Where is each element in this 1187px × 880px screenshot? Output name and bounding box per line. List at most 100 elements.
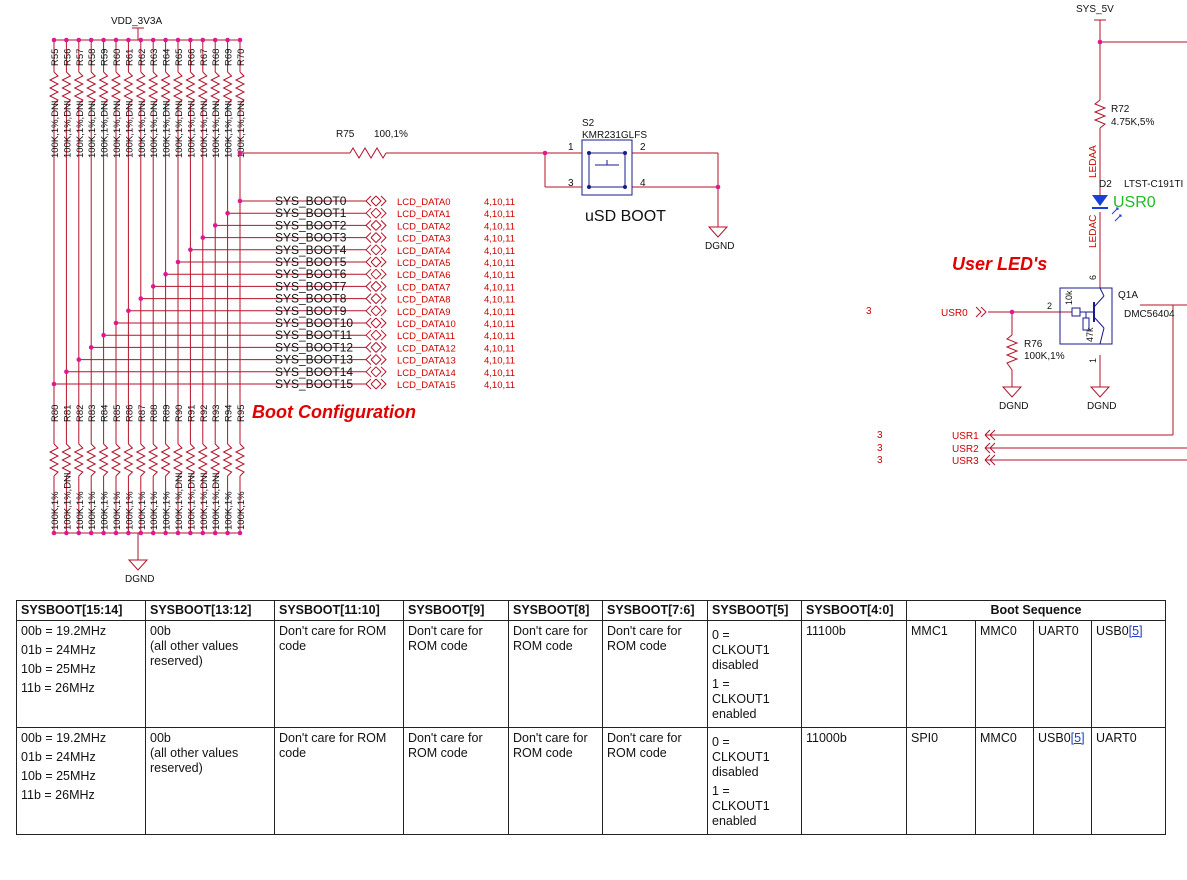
boot-net-label: SYS_BOOT15	[275, 377, 353, 391]
pulldown-resistor-symbol	[185, 443, 196, 477]
offsheet-connector-icon	[365, 366, 387, 378]
junction-dot	[88, 37, 94, 43]
pulldown-resistor-symbol	[234, 443, 246, 477]
footnote-link[interactable]: [5]	[1128, 624, 1143, 638]
junction-dot	[163, 271, 168, 277]
offsheet-connector-icon	[365, 232, 387, 243]
pulldown-resistor-symbol	[148, 443, 159, 477]
sheet-ref-label: 4,10,11	[484, 356, 515, 367]
sheet-ref-label: 4,10,11	[484, 234, 515, 245]
cell-sysboot-5: 0 = CLKOUT1 disabled 1 = CLKOUT1 enabled	[707, 620, 802, 728]
pullup-ref: R64	[162, 49, 173, 66]
r76-symbol	[1005, 334, 1019, 371]
q1a-pin-6: 6	[1088, 275, 1098, 280]
boot-net-label: SYS_BOOT2	[275, 218, 347, 232]
lcd-net-label: LCD_DATA12	[397, 343, 456, 354]
junction-dot	[188, 530, 193, 536]
pulldown-ref: R87	[137, 405, 148, 422]
ground-label: DGND	[705, 241, 734, 252]
pullup-value: 100K,1%,DNI	[124, 100, 135, 158]
junction-dot	[113, 530, 119, 536]
junction-dot	[76, 357, 82, 362]
pulldown-resistor-symbol	[210, 443, 221, 477]
led-d2-symbol	[1092, 195, 1108, 206]
value-line: (all other values	[150, 746, 239, 760]
pullup-ref: R61	[124, 49, 135, 66]
sheet-ref-label: 4,10,11	[484, 368, 515, 379]
junction-dot	[225, 210, 230, 216]
freq-option: 10b = 25MHz	[21, 769, 96, 783]
junction-dot	[113, 37, 119, 43]
pullup-value: 100K,1%,DNI	[100, 100, 111, 158]
sheet-ref-label: 4,10,11	[484, 209, 515, 220]
header-sysboot-9: SYSBOOT[9]	[403, 600, 509, 621]
pulldown-value: 100K,1%	[149, 491, 160, 530]
cell-freq: 00b = 19.2MHz 01b = 24MHz 10b = 25MHz 11…	[16, 620, 146, 728]
value-line: (all other values	[150, 639, 239, 653]
junction-dot	[212, 530, 218, 536]
q1a-ref: Q1A	[1118, 290, 1138, 301]
offsheet-connector-icon	[365, 268, 387, 280]
offsheet-connector-icon	[984, 442, 996, 454]
boot-net-label: SYS_BOOT10	[275, 316, 353, 330]
cell-sysboot-9: Don't care for ROM code	[403, 727, 509, 835]
pulldown-value: 100K,1%	[162, 491, 173, 530]
pulldown-ref: R86	[124, 405, 135, 422]
switch-caption: uSD BOOT	[585, 208, 666, 225]
user-leds-heading: User LED's	[952, 254, 1047, 274]
junction-dot	[225, 530, 230, 536]
cell-sysboot-4-0: 11100b	[801, 620, 907, 728]
cell-boot-seq-2: MMC0	[975, 620, 1034, 728]
pullup-resistor-symbol	[73, 71, 84, 105]
offsheet-connector-icon	[365, 354, 387, 365]
pulldown-resistor-symbol	[61, 443, 72, 477]
pulldown-resistor-symbol	[123, 443, 134, 477]
header-sysboot-4-0: SYSBOOT[4:0]	[801, 600, 907, 621]
boot-net-label: SYS_BOOT13	[275, 353, 353, 367]
footnote-link[interactable]: [5]	[1070, 731, 1085, 745]
freq-option: 01b = 24MHz	[21, 643, 96, 657]
pulldown-value: 100K,1%	[50, 491, 61, 530]
sheet-ref-label: 4,10,11	[484, 380, 515, 391]
q1a-part: DMC56404	[1124, 309, 1175, 320]
switch-pin-4: 4	[640, 178, 646, 189]
table-row: 00b = 19.2MHz 01b = 24MHz 10b = 25MHz 11…	[16, 620, 1166, 728]
d2-ref: D2	[1099, 179, 1112, 190]
switch-pin-2: 2	[640, 142, 646, 153]
ground-label: DGND	[1087, 401, 1116, 412]
offsheet-connector-icon	[365, 207, 387, 219]
cell-boot-seq-4: USB0[5]	[1091, 620, 1166, 728]
cell-sysboot-11-10: Don't care for ROM code	[274, 620, 404, 728]
sheet-ref-label: 4,10,11	[484, 295, 515, 306]
lcd-net-label: LCD_DATA9	[397, 307, 451, 318]
pullup-resistor-symbol	[197, 71, 208, 105]
junction-dot	[200, 530, 206, 536]
cell-sysboot-13-12: 00b (all other values reserved)	[145, 620, 275, 728]
freq-option: 10b = 25MHz	[21, 662, 96, 676]
pulldown-resistor-symbol	[160, 443, 171, 477]
pullup-resistor-symbol	[185, 71, 196, 105]
r75-value: 100,1%	[374, 129, 408, 140]
pulldown-ref: R80	[50, 405, 61, 422]
lcd-net-label: LCD_DATA11	[397, 331, 455, 342]
pulldown-value: 100K,1%,DNI	[174, 472, 185, 530]
boot-net-label: SYS_BOOT12	[275, 340, 353, 354]
freq-option: 11b = 26MHz	[21, 788, 95, 802]
pulldown-ref: R90	[174, 405, 185, 422]
cell-boot-seq-3: UART0	[1033, 620, 1092, 728]
switch-ref: S2	[582, 118, 595, 129]
pullup-ref: R62	[137, 49, 148, 66]
pulldown-ref: R88	[149, 405, 160, 422]
pullup-ref: R57	[75, 49, 86, 66]
pullup-value: 100K,1%,DNI	[174, 100, 185, 158]
boot-config-heading: Boot Configuration	[252, 402, 416, 422]
pulldown-resistor-symbol	[135, 443, 146, 477]
pulldown-resistor-symbol	[73, 443, 84, 477]
junction-dot	[88, 345, 94, 350]
value-line: 0 =	[712, 628, 730, 642]
transistor-q1a-symbol	[1059, 287, 1113, 345]
q1a-be-resistor: 47k	[1085, 327, 1095, 342]
offsheet-connector-icon	[984, 454, 996, 466]
junction-dot	[126, 530, 131, 536]
pulldown-value: 100K,1%,DNI	[62, 472, 73, 530]
